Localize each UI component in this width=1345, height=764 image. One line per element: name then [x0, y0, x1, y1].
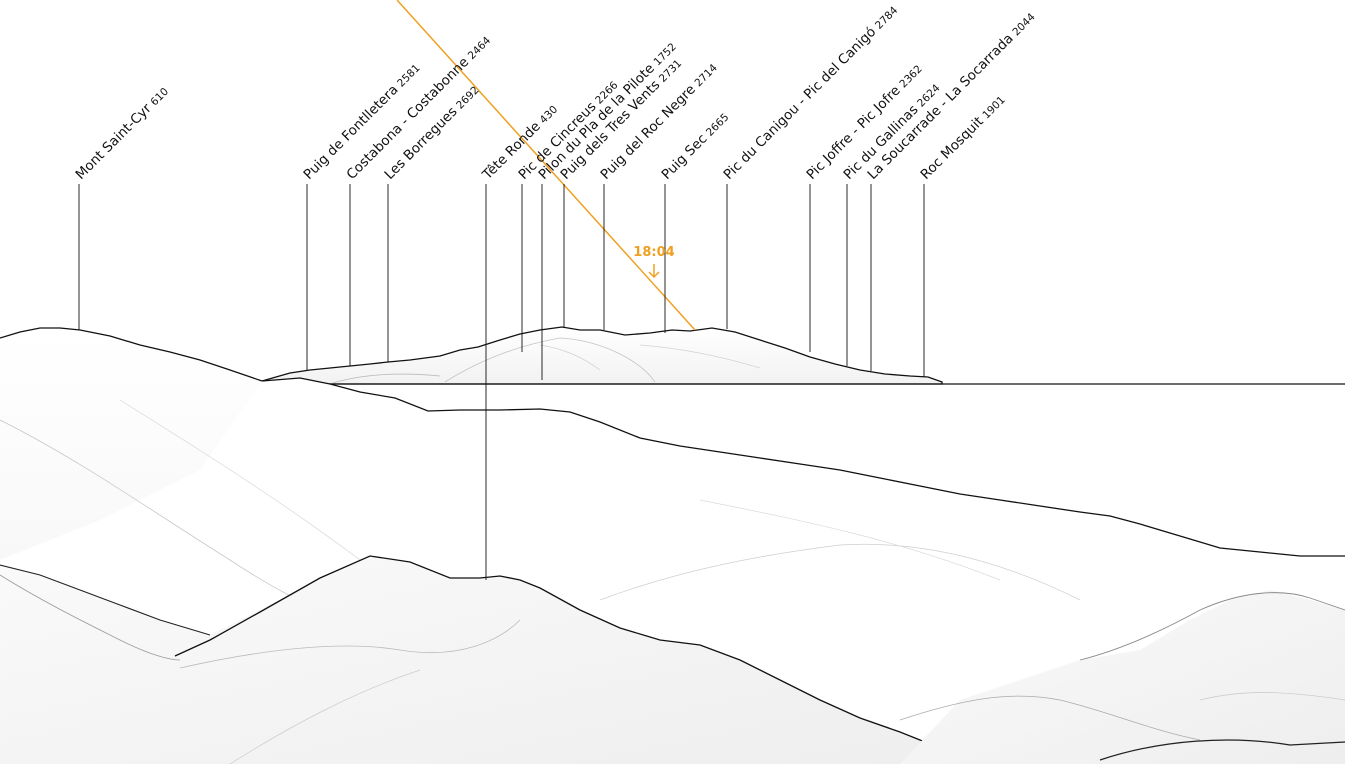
peak-elevation: 430	[538, 104, 561, 127]
peak-elevation: 1901	[980, 94, 1007, 121]
sun-path-line	[396, 0, 696, 331]
sun-time-label: 18:04	[633, 245, 674, 260]
peak-elevation: 2362	[897, 63, 924, 90]
distant-range	[261, 326, 943, 385]
foreground-left	[0, 555, 981, 764]
peak-elevation: 2784	[873, 4, 901, 32]
peak-elevation: 2464	[466, 34, 494, 62]
foreground-right	[899, 590, 1345, 764]
down-arrow-icon	[648, 264, 660, 279]
peak-elevation: 2581	[395, 62, 422, 89]
peak-name: Puig Sec	[659, 131, 711, 183]
peak-elevation: 2665	[704, 111, 731, 138]
peak-elevation: 2044	[1010, 11, 1038, 39]
peak-elevation: 2714	[692, 62, 720, 90]
peak-elevation: 610	[148, 86, 171, 109]
peak-name: Pilon du Pla de la Pilote	[536, 60, 658, 182]
sun-time-marker[interactable]: 18:04	[633, 245, 675, 279]
peak-label[interactable]: Mont Saint-Cyr610	[73, 84, 172, 183]
peak-name: Mont Saint-Cyr	[73, 100, 156, 183]
